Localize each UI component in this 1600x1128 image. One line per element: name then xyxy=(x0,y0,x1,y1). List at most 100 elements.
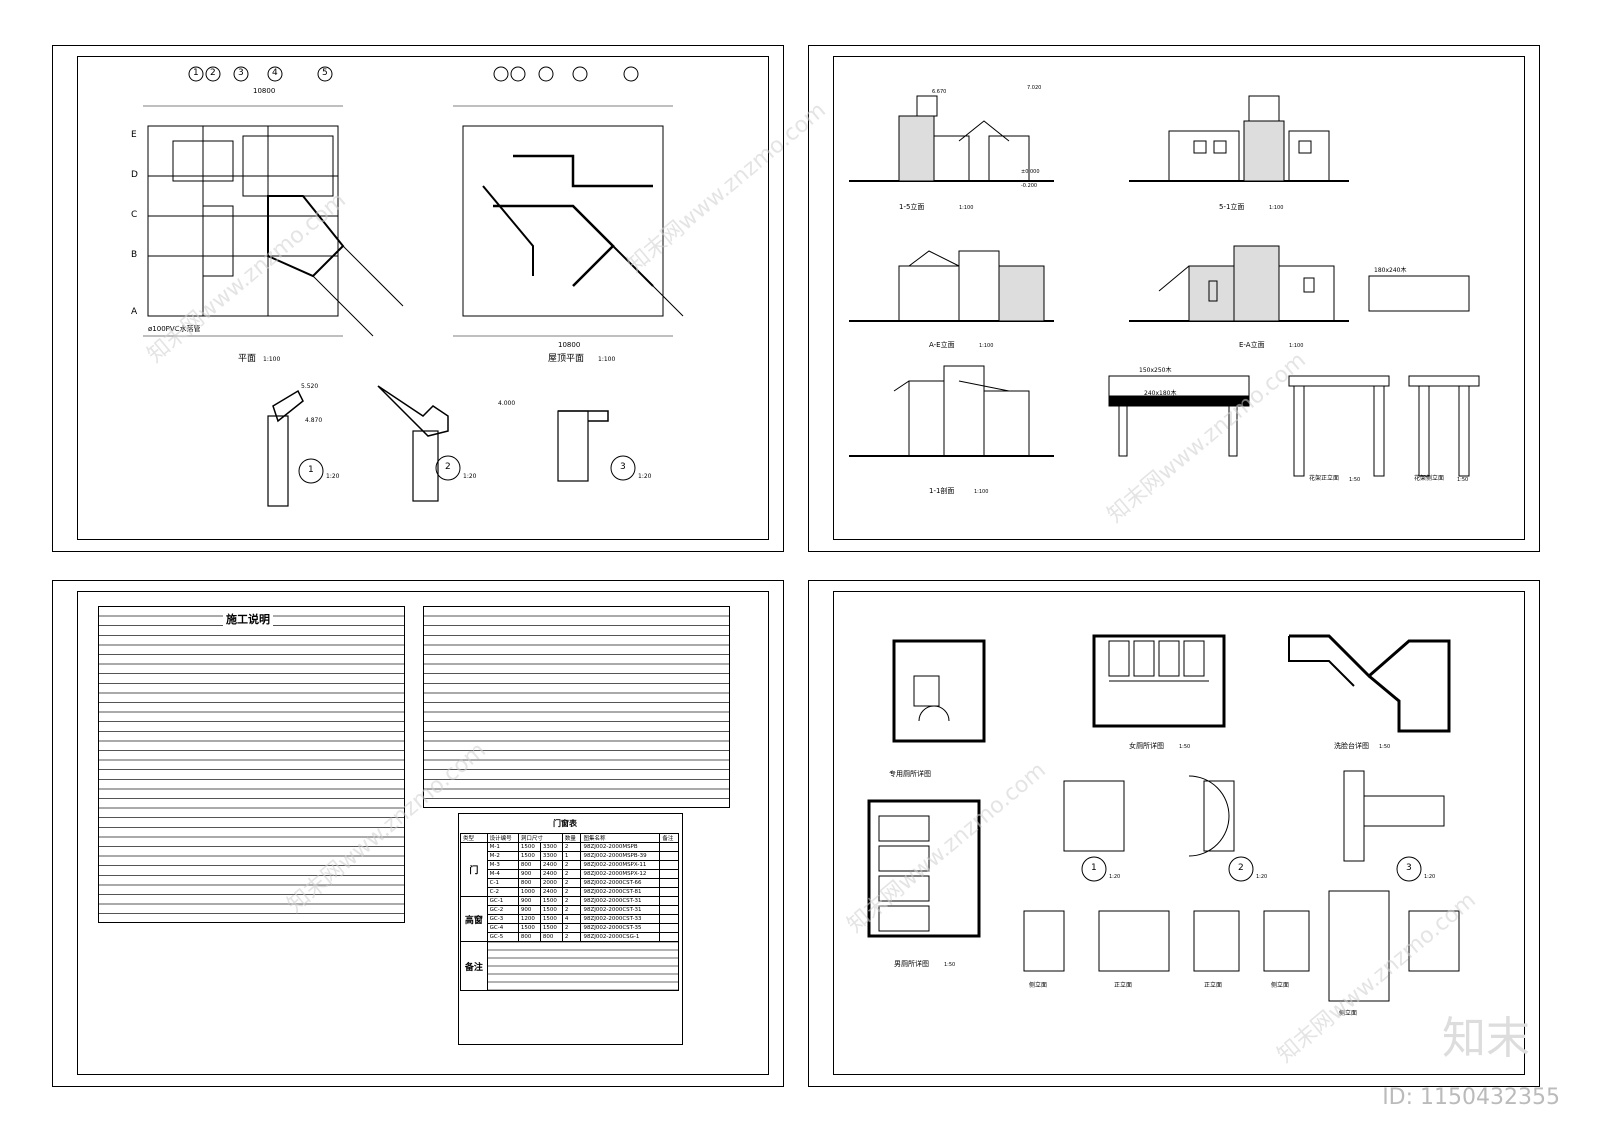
detail-3-number: 3 xyxy=(620,462,626,472)
table-cell: 1500 xyxy=(539,923,563,933)
axis-3-label: 3 xyxy=(238,68,244,78)
roof-plan-scale: 1:100 xyxy=(598,356,616,363)
women-toilet-label: 女厕所详图 xyxy=(1129,742,1164,750)
side-elevation-1: 侧立面 xyxy=(1029,982,1048,989)
table-cell xyxy=(659,851,679,861)
table-cell: 3300 xyxy=(539,842,563,852)
table-cell: 4 xyxy=(561,914,582,924)
table-cell xyxy=(659,932,679,942)
table-cell: 1500 xyxy=(539,914,563,924)
table-cell: M-4 xyxy=(486,869,519,879)
table-remark-label: 备注 xyxy=(460,941,488,991)
axis-B-label: B xyxy=(131,250,138,260)
elevation-3-scale: 1:100 xyxy=(979,343,994,349)
plan-axis-labels-top xyxy=(188,66,639,82)
level-4000: 4.000 xyxy=(498,400,516,407)
beam-240x180: 240x180木 xyxy=(1144,390,1177,397)
table-cell: C-2 xyxy=(486,887,519,897)
table-group-door: 门 xyxy=(460,842,488,897)
table-cell xyxy=(659,878,679,888)
table-group-window: 高窗 xyxy=(460,896,488,942)
level-0000: ±0.000 xyxy=(1021,169,1040,175)
table-cell: 2 xyxy=(561,869,582,879)
pergola-side-label: 花架侧立面 xyxy=(1414,475,1445,482)
sheet-inner-frame xyxy=(77,591,769,1075)
section-1-1-label: 1-1剖面 xyxy=(929,487,955,495)
toilet-details-drawing xyxy=(867,634,1460,1002)
table-cell: 2400 xyxy=(539,887,563,897)
detail-2-number: 2 xyxy=(1238,863,1244,873)
table-cell: 3300 xyxy=(539,851,563,861)
level-7020: 7.020 xyxy=(1027,85,1042,91)
detail-3-scale: 1:20 xyxy=(1424,874,1436,880)
elevation-A-E-label: A-E立面 xyxy=(929,341,955,349)
table-cell: 98ZJ002-2000MSPX-11 xyxy=(580,860,661,870)
table-cell: 1200 xyxy=(517,914,541,924)
table-cell xyxy=(659,860,679,870)
table-cell xyxy=(659,905,679,915)
table-cell xyxy=(659,914,679,924)
beam-180x240: 180x240木 xyxy=(1374,267,1407,274)
table-cell: 900 xyxy=(517,905,541,915)
table-cell: 800 xyxy=(517,932,541,942)
level-4870: 4.870 xyxy=(305,417,323,424)
table-cell: M-1 xyxy=(486,842,519,852)
plan-label: 平面 xyxy=(238,354,257,364)
table-cell: M-3 xyxy=(486,860,519,870)
level-5520: 5.520 xyxy=(301,383,319,390)
table-cell: 900 xyxy=(517,869,541,879)
axis-5-label: 5 xyxy=(322,68,328,78)
table-cell: 900 xyxy=(517,896,541,906)
axis-E-label: E xyxy=(131,130,137,140)
table-cell: 2000 xyxy=(539,878,563,888)
detail-2-scale: 1:20 xyxy=(1256,874,1268,880)
table-cell xyxy=(659,887,679,897)
detail-1-number: 1 xyxy=(308,465,314,475)
table-cell: 98ZJ002-2000CST-66 xyxy=(580,878,661,888)
pergola-front-scale: 1:50 xyxy=(1349,477,1361,483)
pvc-note: ø100PVC水落管 xyxy=(148,325,201,333)
table-header-cell: 设计编号 xyxy=(486,833,519,843)
elevation-5-1-label: 5-1立面 xyxy=(1219,203,1245,211)
table-cell: 800 xyxy=(517,878,541,888)
notes-panel-left xyxy=(98,606,405,923)
axis-1-label: 1 xyxy=(193,68,199,78)
side-elevation-3: 侧立面 xyxy=(1339,1010,1358,1017)
table-header-cell: 备注 xyxy=(659,833,679,843)
table-header-row: 类型 设计编号 洞口尺寸 数量 图集名称 备注 xyxy=(460,833,679,843)
sheet-inner-frame xyxy=(77,56,769,540)
table-cell: 2 xyxy=(561,842,582,852)
elevation-1-5-label: 1-5立面 xyxy=(899,203,925,211)
table-cell: 1000 xyxy=(517,887,541,897)
table-cell: 98ZJ002-2000CSG-1 xyxy=(580,932,661,942)
side-elevation-2: 侧立面 xyxy=(1271,982,1290,989)
table-cell: 98ZJ002-2000CST-81 xyxy=(580,887,661,897)
level-minus-200: -0.200 xyxy=(1021,183,1038,189)
table-header-cell: 洞口尺寸 xyxy=(517,833,563,843)
table-cell: 2400 xyxy=(539,869,563,879)
sheet-toilet-details: 专用厕所详图 女厕所详图 1:50 洗脸台详图 1:50 男厕所详图 1:50 … xyxy=(808,580,1540,1087)
table-cell: 800 xyxy=(539,932,563,942)
brand-logo: 知末 xyxy=(1442,1013,1530,1064)
table-cell: GC-5 xyxy=(486,932,519,942)
table-cell: 1500 xyxy=(517,851,541,861)
table-cell: 800 xyxy=(517,860,541,870)
pergola-front-label: 花架正立面 xyxy=(1309,475,1340,482)
elevation-4-scale: 1:100 xyxy=(1289,343,1304,349)
asset-id: ID: 1150432355 xyxy=(1382,1085,1560,1110)
table-cell xyxy=(659,842,679,852)
plan-scale: 1:100 xyxy=(263,356,281,363)
table-header-cell: 数量 xyxy=(561,833,582,843)
door-window-table-title: 门窗表 xyxy=(553,819,577,828)
table-header-cell: 类型 xyxy=(460,833,488,843)
table-row: 备注 xyxy=(460,941,680,991)
